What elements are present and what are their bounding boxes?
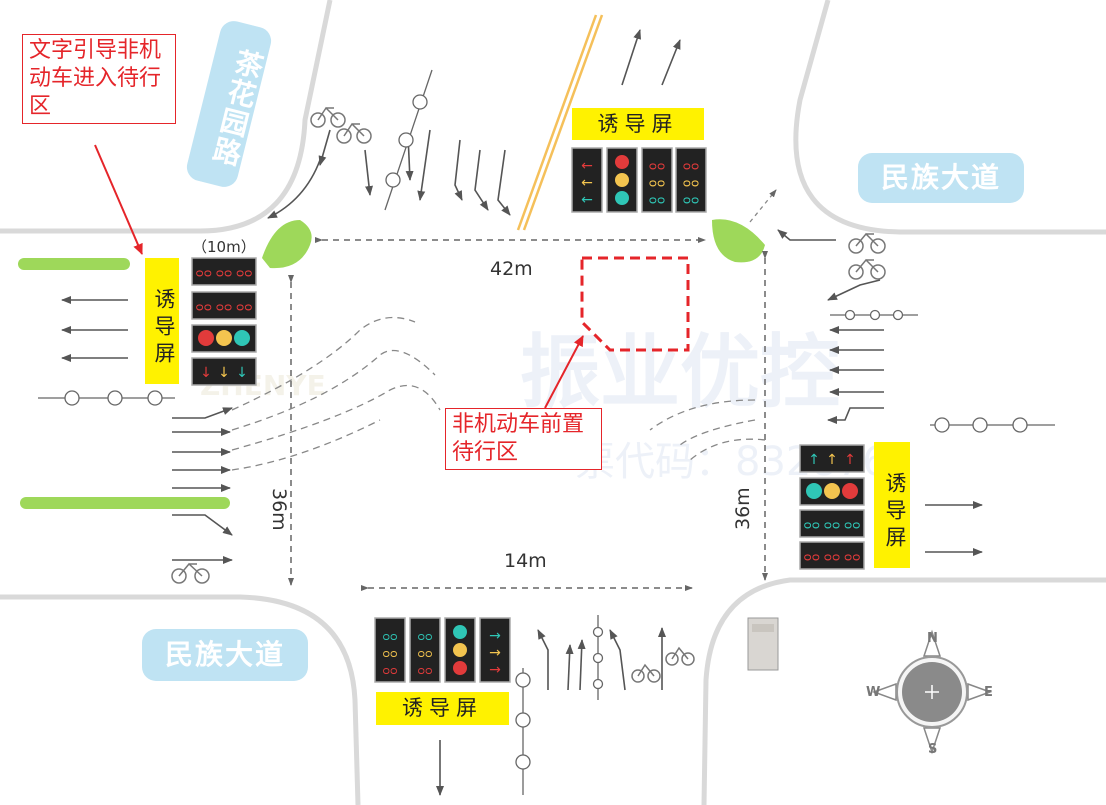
svg-text:ᴑᴑ: ᴑᴑ <box>683 159 699 173</box>
signal-heads-north: ← ← ← ᴑᴑ ᴑᴑ ᴑᴑ ᴑᴑ ᴑᴑ ᴑᴑ <box>571 147 707 213</box>
svg-text:↓: ↓ <box>200 365 212 381</box>
svg-text:ᴑᴑ: ᴑᴑ <box>649 159 665 173</box>
east-lane-arrows <box>777 229 983 556</box>
road-label-minzu-west: 民族大道 <box>142 629 308 681</box>
compass-icon <box>871 629 993 755</box>
svg-text:ᴑᴑ: ᴑᴑ <box>417 630 432 643</box>
guidance-screen-west: 诱导屏 <box>145 258 179 384</box>
signal-heads-east: ↑ ↑ ↑ ᴑᴑ ᴑᴑ ᴑᴑ ᴑᴑ ᴑᴑ ᴑᴑ <box>799 444 865 570</box>
distance-south-width: 14m <box>504 550 547 572</box>
svg-text:ᴑᴑ: ᴑᴑ <box>683 193 699 207</box>
distance-west-height: 36m <box>268 488 290 531</box>
svg-text:↑: ↑ <box>808 452 820 468</box>
guidance-screen-east: 诱导屏 <box>874 442 910 568</box>
signal-heads-west: ᴑᴑ ᴑᴑ ᴑᴑ ᴑᴑ ᴑᴑ ᴑᴑ ↓ ↓ ↓ <box>191 257 257 386</box>
callout-waiting-area: 非机动车前置待行区 <box>445 408 602 470</box>
distance-lines <box>288 237 768 591</box>
west-lane-arrows <box>61 296 233 564</box>
svg-text:ᴑᴑ: ᴑᴑ <box>382 664 397 677</box>
compass-south: S <box>928 742 938 757</box>
center-double-line <box>516 14 604 231</box>
compass-west: W <box>866 685 881 700</box>
svg-text:↑: ↑ <box>844 452 856 468</box>
callout-pointer-waiting <box>544 335 584 409</box>
callout-text-guide: 文字引导非机动车进入待行区 <box>22 34 176 124</box>
signal-heads-south: ᴑᴑ ᴑᴑ ᴑᴑ ᴑᴑ ᴑᴑ ᴑᴑ → → → <box>374 617 511 683</box>
svg-text:←: ← <box>581 192 593 208</box>
svg-text:振业优控: 振业优控 <box>520 326 840 419</box>
svg-text:→: → <box>489 645 501 661</box>
ne-island <box>712 219 765 263</box>
nw-island <box>262 220 312 269</box>
svg-text:ᴑᴑ: ᴑᴑ <box>683 176 699 190</box>
svg-text:ᴑᴑ: ᴑᴑ <box>417 647 432 660</box>
svg-text:→: → <box>489 662 501 678</box>
svg-text:ᴑᴑ: ᴑᴑ <box>417 664 432 677</box>
north-lane-arrows <box>267 29 681 219</box>
distance-west-offset: （10m） <box>192 238 256 256</box>
svg-text:ᴑᴑ ᴑᴑ ᴑᴑ: ᴑᴑ ᴑᴑ ᴑᴑ <box>196 300 253 314</box>
south-lane-arrows <box>436 627 666 796</box>
svg-text:↓: ↓ <box>218 365 230 381</box>
detector-loops <box>38 69 1055 795</box>
svg-text:ᴑᴑ: ᴑᴑ <box>382 647 397 660</box>
west-top-median <box>18 258 130 270</box>
west-bottom-median <box>20 497 230 509</box>
distance-north-width: 42m <box>490 258 533 280</box>
guidance-screen-north: 诱导屏 <box>572 108 704 140</box>
east-turning-dashed <box>649 399 766 461</box>
svg-text:↑: ↑ <box>826 452 838 468</box>
svg-text:→: → <box>489 628 501 644</box>
svg-text:↓: ↓ <box>236 365 248 381</box>
compass-north: N <box>927 631 938 646</box>
svg-text:ᴑᴑ: ᴑᴑ <box>649 176 665 190</box>
ne-dashed-turn <box>749 189 777 223</box>
green-islands <box>18 219 765 509</box>
distance-east-height: 36m <box>732 487 754 530</box>
bicycle-icons <box>171 106 886 683</box>
svg-text:ᴑᴑ ᴑᴑ ᴑᴑ: ᴑᴑ ᴑᴑ ᴑᴑ <box>804 518 861 532</box>
svg-text:ᴑᴑ ᴑᴑ ᴑᴑ: ᴑᴑ ᴑᴑ ᴑᴑ <box>196 266 253 280</box>
signal-cabinet <box>747 617 779 671</box>
waiting-area-box <box>580 256 690 352</box>
guidance-screen-south: 诱导屏 <box>376 692 509 725</box>
compass-east: E <box>984 685 993 700</box>
svg-text:←: ← <box>581 158 593 174</box>
svg-text:ᴑᴑ ᴑᴑ ᴑᴑ: ᴑᴑ ᴑᴑ ᴑᴑ <box>804 550 861 564</box>
west-turning-dashed <box>231 316 441 471</box>
callout-pointer-text <box>94 144 143 255</box>
svg-text:ᴑᴑ: ᴑᴑ <box>649 193 665 207</box>
road-label-minzu-east: 民族大道 <box>858 153 1024 203</box>
svg-text:←: ← <box>581 175 593 191</box>
svg-text:ᴑᴑ: ᴑᴑ <box>382 630 397 643</box>
